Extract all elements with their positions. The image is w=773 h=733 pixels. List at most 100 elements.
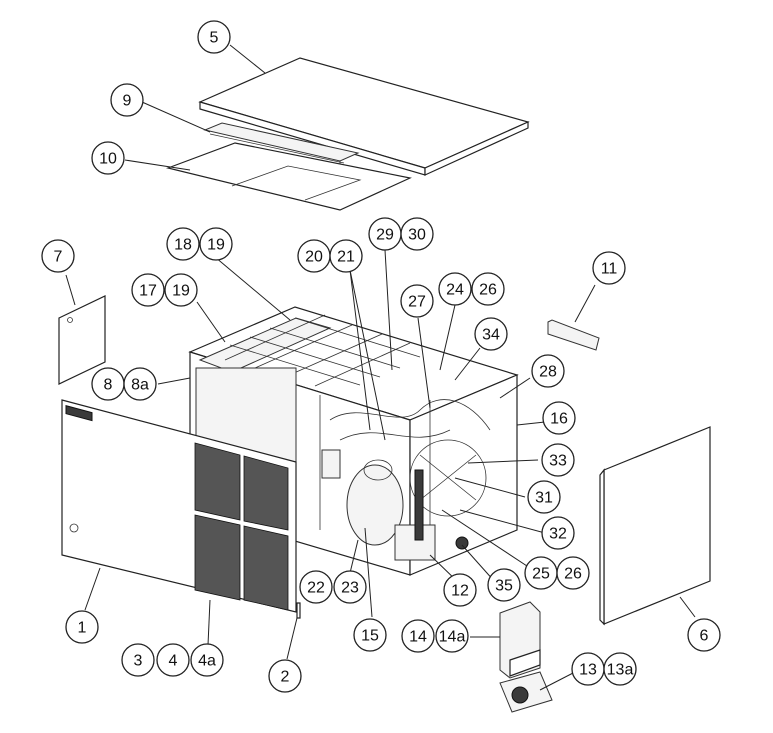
callout-label: 29 (376, 227, 394, 244)
callout-9: 9 (110, 83, 144, 117)
callout-label: 7 (54, 249, 63, 266)
callout-circle (121, 643, 155, 677)
callout-circle (123, 367, 157, 401)
right-side-panel (603, 426, 711, 625)
callout-5: 5 (197, 20, 231, 54)
callout-label: 19 (207, 237, 225, 254)
top-rail (203, 122, 360, 162)
drain-assembly (499, 671, 553, 713)
callout-label: 14 (409, 629, 427, 646)
callout-circle (527, 480, 561, 514)
callout-label: 23 (341, 580, 359, 597)
callout-label: 30 (408, 227, 426, 244)
callout-label: 16 (550, 411, 568, 428)
callout-circle (531, 354, 565, 388)
callout-25: 25 (524, 556, 558, 590)
callout-circle (166, 227, 200, 261)
callout-10: 10 (91, 141, 125, 175)
callout-label: 26 (564, 566, 582, 583)
callout-label: 21 (337, 249, 355, 266)
callout-label: 24 (446, 282, 464, 299)
callout-21: 21 (329, 239, 363, 273)
callout-2: 2 (268, 659, 302, 693)
callout-label: 9 (123, 93, 132, 110)
callout-label: 13a (607, 662, 634, 679)
callout-26: 26 (471, 272, 505, 306)
small-cover-plate (547, 319, 600, 351)
callout-circle (91, 141, 125, 175)
bracket (296, 602, 301, 619)
callout-label: 35 (495, 578, 513, 595)
callout-20: 20 (297, 239, 331, 273)
callout-label: 3 (134, 653, 143, 670)
callout-17: 17 (131, 273, 165, 307)
callout-circle (474, 317, 508, 351)
callout-circle (556, 556, 590, 590)
callout-circle (592, 251, 626, 285)
callout-32: 32 (541, 516, 575, 550)
callout-label: 32 (549, 526, 567, 543)
callout-circle (687, 618, 721, 652)
callout-13: 13 (571, 652, 605, 686)
callout-label: 20 (305, 249, 323, 266)
callout-circle (65, 610, 99, 644)
callout-34: 34 (474, 317, 508, 351)
callout-label: 19 (172, 283, 190, 300)
callout-22: 22 (299, 570, 333, 604)
callout-16: 16 (542, 401, 576, 435)
callout-circle (443, 573, 477, 607)
callout-label: 4 (169, 653, 178, 670)
callout-30: 30 (400, 217, 434, 251)
callout-label: 31 (535, 490, 553, 507)
leader-lines (65, 44, 696, 691)
callout-6: 6 (687, 618, 721, 652)
callout-circle (110, 83, 144, 117)
callout-label: 13 (579, 662, 597, 679)
callout-label: 28 (539, 364, 557, 381)
callout-19: 19 (164, 273, 198, 307)
callout-1: 1 (65, 610, 99, 644)
callout-label: 1 (78, 620, 87, 637)
callout-circle (401, 619, 435, 653)
callout-label: 34 (482, 327, 500, 344)
internal-components (321, 399, 491, 561)
callout-3: 3 (121, 643, 155, 677)
callout-15: 15 (353, 618, 387, 652)
callout-label: 4a (198, 653, 216, 670)
callout-31: 31 (527, 480, 561, 514)
callout-8a: 8a (123, 367, 157, 401)
callout-label: 18 (174, 237, 192, 254)
callout-circle (471, 272, 505, 306)
callout-4a: 4a (190, 643, 224, 677)
callout-12: 12 (443, 573, 477, 607)
callout-label: 17 (139, 283, 157, 300)
callout-27: 27 (400, 284, 434, 318)
callout-circle (199, 227, 233, 261)
callout-label: 11 (601, 261, 618, 278)
callout-8: 8 (91, 367, 125, 401)
callout-label: 12 (451, 583, 469, 600)
callout-26: 26 (556, 556, 590, 590)
callout-circle (329, 239, 363, 273)
callout-14a: 14a (435, 619, 469, 653)
callout-circle (542, 401, 576, 435)
callout-circle (156, 643, 190, 677)
front-panel (61, 399, 297, 613)
callout-circle (268, 659, 302, 693)
callout-label: 22 (307, 580, 325, 597)
callout-label: 15 (361, 628, 379, 645)
callout-circle (131, 273, 165, 307)
callout-circle (299, 570, 333, 604)
callout-label: 27 (408, 294, 426, 311)
top-plate (165, 142, 412, 211)
callout-label: 33 (549, 453, 567, 470)
callout-circle (400, 217, 434, 251)
callout-circle (541, 516, 575, 550)
callout-circle (541, 443, 575, 477)
callout-24: 24 (438, 272, 472, 306)
bin-assembly (499, 601, 541, 679)
callout-label: 10 (99, 151, 117, 168)
callout-19: 19 (199, 227, 233, 261)
